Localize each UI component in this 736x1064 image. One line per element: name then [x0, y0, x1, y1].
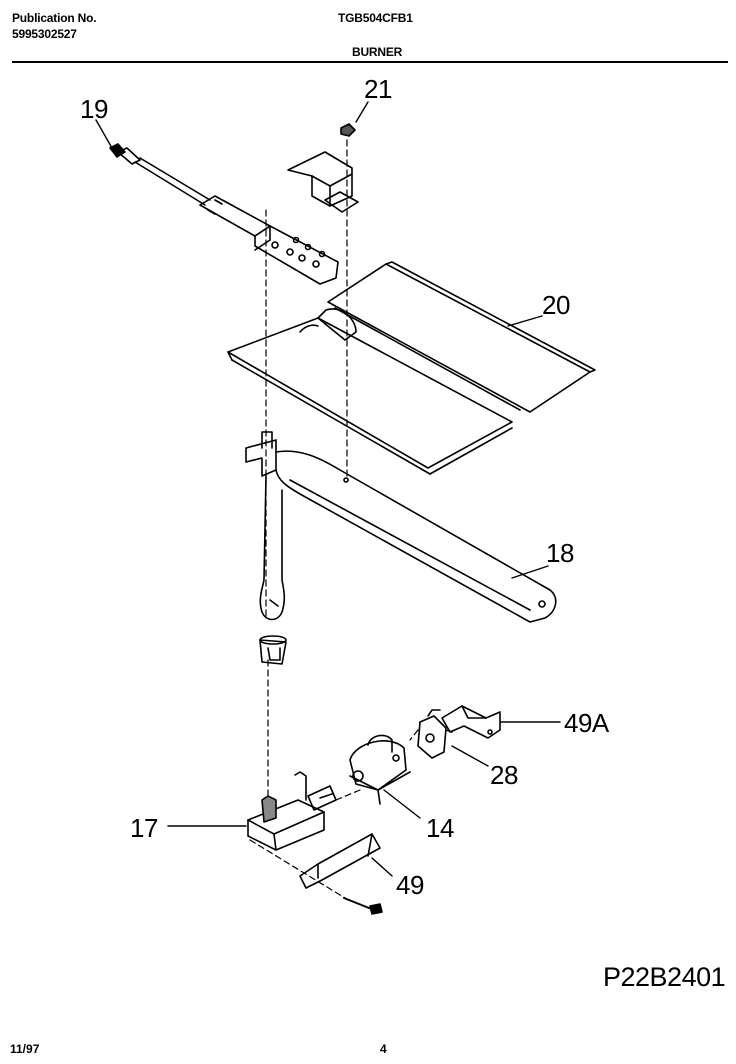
figure-id: P22B2401 [603, 962, 726, 992]
callout-20: 20 [542, 290, 570, 320]
part-18-burner-tube [245, 431, 557, 623]
part-14-regulator [349, 734, 411, 805]
part-20-baffle [227, 261, 596, 475]
callout-21: 21 [364, 74, 392, 104]
callout-17: 17 [130, 813, 158, 843]
footer-date: 11/97 [10, 1042, 40, 1056]
callout-19: 19 [80, 94, 108, 124]
publication-label: Publication No. [12, 11, 97, 25]
publication-number: 5995302527 [12, 27, 77, 41]
part-28-fitting [417, 709, 453, 759]
part-21-bracket [287, 123, 359, 213]
leader-lines [95, 101, 561, 877]
callout-49A: 49A [564, 708, 609, 738]
part-49A-bracket [441, 705, 501, 739]
page-number: 4 [380, 1042, 387, 1056]
orifice-hood [259, 635, 287, 665]
header-rule [12, 61, 728, 63]
section-title: BURNER [352, 45, 403, 59]
model-number: TGB504CFB1 [338, 11, 413, 25]
part-19-igniter [109, 143, 339, 285]
callout-14: 14 [426, 813, 454, 843]
part-49-bracket [299, 833, 383, 915]
part-17-valve [247, 771, 337, 851]
callout-49: 49 [396, 870, 424, 900]
callout-28: 28 [490, 760, 518, 790]
assembly-lines [249, 139, 419, 899]
callout-18: 18 [546, 538, 574, 568]
